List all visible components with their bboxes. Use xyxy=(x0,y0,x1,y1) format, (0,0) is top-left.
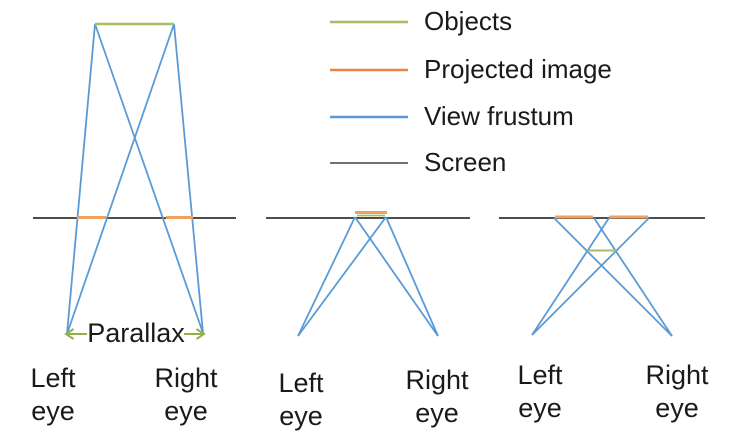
middle-frustum-line xyxy=(354,216,439,337)
eye-label-line2: eye xyxy=(415,398,459,428)
left-frustum-line xyxy=(66,23,175,335)
eye-label-line1: Left xyxy=(278,368,324,398)
eye-label-line1: Right xyxy=(154,363,218,393)
parallax-label: Parallax xyxy=(87,317,185,348)
middle-frustum-line xyxy=(297,216,387,337)
eye-label-line2: eye xyxy=(164,396,208,426)
legend-label-view-frustum: View frustum xyxy=(424,100,574,131)
middle-diagram-right-eye-label: Right eye xyxy=(405,364,468,430)
parallax-right-arrowhead xyxy=(195,328,206,340)
eye-label-line2: eye xyxy=(518,393,562,423)
middle-diagram-left-eye-label: Left eye xyxy=(278,367,323,432)
middle-frustum-line xyxy=(297,216,356,337)
eye-label-line1: Right xyxy=(405,365,469,395)
right-diagram-right-eye-label: Right eye xyxy=(645,359,708,425)
eye-label-line1: Right xyxy=(645,360,709,390)
right-frustum-line xyxy=(531,217,650,336)
eye-label-line2: eye xyxy=(655,393,699,423)
eye-label-line2: eye xyxy=(31,396,75,426)
right-diagram-left-eye-label: Left eye xyxy=(517,359,562,425)
eye-label-line2: eye xyxy=(279,401,323,431)
eye-label-line1: Left xyxy=(30,363,76,393)
left-frustum-line xyxy=(66,23,96,335)
right-frustum-line xyxy=(553,217,673,337)
right-frustum-line xyxy=(593,217,673,337)
middle-frustum-line xyxy=(385,216,439,337)
left-diagram-left-eye-label: Left eye xyxy=(30,362,75,428)
eye-label-line1: Left xyxy=(517,360,563,390)
legend-label-projected-image: Projected image xyxy=(424,53,612,84)
legend-label-screen: Screen xyxy=(424,146,507,177)
left-frustum-line xyxy=(173,23,204,334)
right-frustum-line xyxy=(531,217,610,336)
left-frustum-line xyxy=(94,23,204,334)
left-diagram-right-eye-label: Right eye xyxy=(154,362,217,428)
legend-label-objects: Objects xyxy=(424,5,513,36)
parallax-left-arrowhead xyxy=(64,328,75,340)
